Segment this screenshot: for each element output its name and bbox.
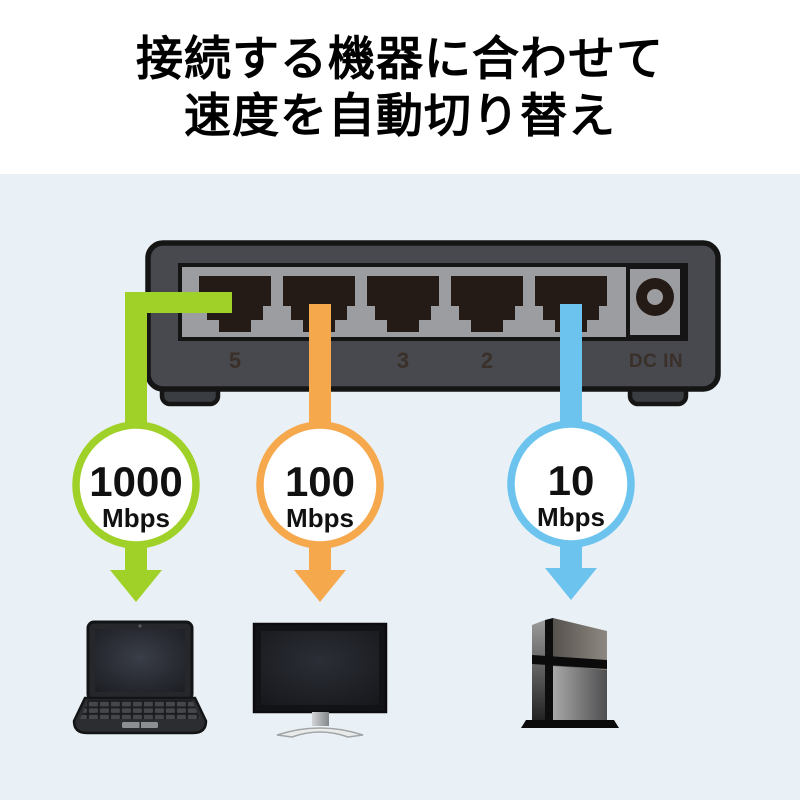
monitor-icon bbox=[252, 622, 388, 738]
arrow-head-10-icon bbox=[545, 568, 597, 600]
port-label-3: 3 bbox=[397, 348, 409, 373]
speed-arrow-10mbps: 10 Mbps bbox=[507, 304, 635, 600]
monitor-neck bbox=[312, 712, 329, 726]
speed-arrow-1000mbps: 1000 Mbps bbox=[72, 292, 232, 602]
speed-value-1000: 1000 bbox=[89, 458, 182, 505]
rj45-port-5 bbox=[199, 276, 271, 332]
speed-badge-1000 bbox=[72, 421, 200, 549]
arrow-head-1000-icon bbox=[110, 570, 162, 602]
arrow-head-100-icon bbox=[294, 570, 346, 602]
console-lower-face bbox=[553, 666, 607, 720]
network-switch-illustration: 5 3 2 DC IN bbox=[145, 240, 721, 407]
rj45-port-3 bbox=[367, 276, 439, 332]
speed-unit-100: Mbps bbox=[286, 503, 354, 533]
speed-value-10: 10 bbox=[548, 457, 595, 504]
speed-badge-10 bbox=[507, 420, 635, 548]
dc-in-jack bbox=[626, 265, 684, 339]
game-console-icon bbox=[521, 618, 619, 728]
speed-unit-10: Mbps bbox=[537, 502, 605, 532]
title-line-2: 速度を自動切り替え bbox=[184, 89, 616, 142]
speed-value-100: 100 bbox=[285, 458, 355, 505]
title-block: 接続する機器に合わせて 速度を自動切り替え bbox=[0, 0, 800, 174]
rj45-port-2 bbox=[451, 276, 523, 332]
arrow-cable-100 bbox=[309, 304, 331, 425]
arrow-cable-1000 bbox=[125, 292, 232, 424]
console-slot-stripe bbox=[545, 618, 553, 720]
port-label-2: 2 bbox=[481, 348, 493, 373]
dc-in-jack-pin-hole bbox=[647, 289, 663, 305]
arrow-shaft-10 bbox=[560, 542, 582, 570]
speed-arrow-100mbps: 100 Mbps bbox=[256, 304, 384, 602]
title-line-1: 接続する機器に合わせて bbox=[136, 32, 664, 85]
monitor-stand-base bbox=[276, 727, 364, 738]
console-base-stand bbox=[521, 720, 619, 728]
arrow-cable-10 bbox=[560, 304, 582, 425]
console-side-face bbox=[532, 620, 545, 720]
laptop-camera-dot bbox=[138, 624, 142, 628]
monitor-display bbox=[261, 631, 379, 705]
laptop-display bbox=[95, 629, 185, 692]
laptop-trackpad-split bbox=[139, 722, 141, 728]
speed-unit-1000: Mbps bbox=[102, 503, 170, 533]
port-label-5: 5 bbox=[229, 348, 241, 373]
laptop-keyboard bbox=[80, 700, 200, 719]
dc-in-label: DC IN bbox=[629, 351, 683, 372]
arrow-shaft-1000 bbox=[125, 544, 147, 572]
console-band bbox=[532, 655, 607, 669]
arrow-shaft-100 bbox=[309, 544, 331, 572]
laptop-icon bbox=[72, 620, 208, 735]
speed-badge-100 bbox=[256, 421, 384, 549]
